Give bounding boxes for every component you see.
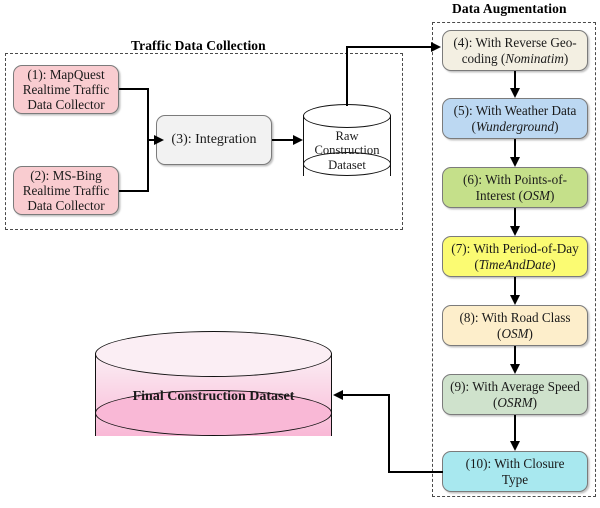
connector-10-to-final-seg-h2 [343,394,390,397]
node-7-line1: (7): With Period-of-Day [451,241,579,257]
node-3-label: (3): Integration [171,131,257,147]
connector-7-to-8-seg [514,277,517,296]
connector-1-to-3-arrowhead [154,135,164,145]
node-8-line2-post: ) [528,325,533,341]
node-10-line2: Type [501,471,529,487]
node-period-of-day[interactable]: (7): With Period-of-Day (TimeAndDate) [442,236,588,277]
node-5-source: Wunderground [475,118,555,134]
connector-7-to-8-arrowhead [510,295,520,305]
connector-raw-to-4-seg-v [346,46,349,106]
connector-8-to-9-seg [514,346,517,365]
node-2-line2: Realtime Traffic [22,182,110,198]
node-average-speed[interactable]: (9): With Average Speed (OSRM) [442,374,588,415]
final-label-text: Final Construction Dataset [132,389,295,404]
connector-1-to-3-seg-h2 [147,139,155,142]
raw-line3: Dataset [328,157,366,172]
group-traffic-data-collection [5,53,403,230]
connector-4-to-5-arrowhead [510,88,520,98]
node-1-line2: Realtime Traffic [22,81,110,97]
connector-3-to-raw-arrowhead [293,135,303,145]
raw-line2: Construction [314,143,380,158]
node-9-source: OSRM [497,394,533,410]
connector-1-to-3-seg-v [147,88,150,142]
node-2-line1: (2): MS-Bing [30,167,102,183]
node-7-source: TimeAndDate [478,256,552,272]
node-10-line1: (10): With Closure [465,456,565,472]
connector-10-to-final-seg-v [388,394,391,473]
node-9-line1: (9): With Average Speed [450,379,580,395]
node-mapquest-collector[interactable]: (1): MapQuest Realtime Traffic Data Coll… [13,65,119,114]
connector-6-to-7-arrowhead [510,226,520,236]
connector-8-to-9-arrowhead [510,364,520,374]
connector-1-to-3-seg-h1 [119,88,149,91]
node-closure-type[interactable]: (10): With Closure Type [442,451,588,492]
connector-5-to-6-arrowhead [510,157,520,167]
node-7-line2-post: ) [551,256,556,272]
connector-10-to-final-seg-h1 [390,471,443,474]
node-6-line1: (6): With Points-of- [463,172,567,188]
node-5-line2-pre: ( [471,118,476,134]
node-weather-data[interactable]: (5): With Weather Data (Wunderground) [442,98,588,139]
connector-9-to-10-arrowhead [510,441,520,451]
connector-9-to-10-seg [514,415,517,442]
group-data-augmentation [432,22,596,497]
node-road-class[interactable]: (8): With Road Class (OSM) [442,305,588,346]
connector-5-to-6-seg [514,139,517,158]
node-1-line1: (1): MapQuest [27,66,105,82]
connector-2-to-3-seg-h1 [119,190,149,193]
node-9-line2-post: ) [532,394,537,410]
node-integration[interactable]: (3): Integration [156,115,272,165]
group-title-traffic-data-collection: Traffic Data Collection [131,38,266,53]
raw-line1: Raw [335,129,359,143]
node-msbing-collector[interactable]: (2): MS-Bing Realtime Traffic Data Colle… [13,166,119,215]
node-2-line3: Data Collector [27,198,105,214]
connector-2-to-3-seg-v [147,139,150,192]
connector-4-to-5-seg [514,71,517,89]
node-points-of-interest[interactable]: (6): With Points-of- Interest (OSM) [442,167,588,208]
node-4-source: Nominatim [505,50,564,66]
connector-3-to-raw-seg [272,139,294,142]
node-6-line2-pre: Interest ( [475,187,523,203]
node-9-line2-pre: ( [493,394,498,410]
node-5-line2-post: ) [554,118,559,134]
connector-raw-to-4-seg-h [346,46,432,49]
group-title-data-augmentation: Data Augmentation [452,1,567,16]
node-8-line1: (8): With Road Class [459,310,571,326]
node-7-line2-pre: ( [474,256,479,272]
node-8-line2-pre: ( [497,325,502,341]
node-6-source: OSM [522,187,550,203]
datastore-raw-construction-dataset: Raw Construction Dataset [303,104,391,188]
node-reverse-geocoding[interactable]: (4): With Reverse Geo- coding (Nominatim… [442,30,588,71]
connector-raw-to-4-arrowhead [431,42,441,52]
node-1-line3: Data Collector [27,97,105,113]
node-4-line2-pre: coding ( [461,50,506,66]
connector-10-to-final-arrowhead [333,390,343,400]
datastore-final-label: Final Construction Dataset [95,389,332,405]
node-4-line1: (4): With Reverse Geo- [453,35,577,51]
node-4-line2-post: ) [563,50,569,66]
datastore-final-construction-dataset: Final Construction Dataset [95,331,332,458]
connector-6-to-7-seg [514,208,517,227]
node-8-source: OSM [501,325,529,341]
node-5-line1: (5): With Weather Data [453,103,577,119]
datastore-raw-label: Raw Construction Dataset [303,129,391,172]
node-6-line2-post: ) [549,187,555,203]
